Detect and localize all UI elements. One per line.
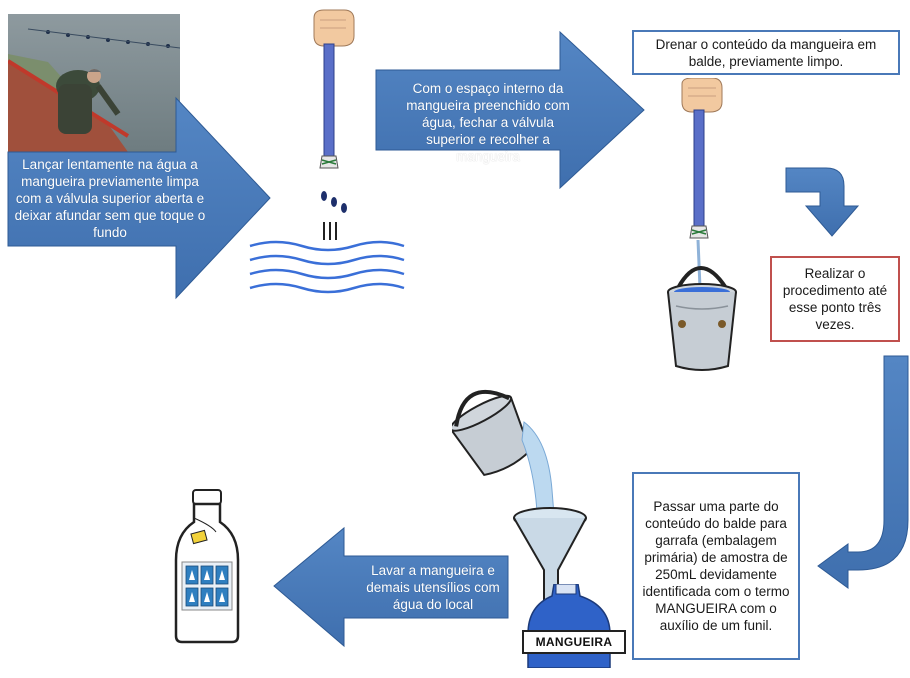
step6-text: Lavar a mangueira e demais utensílios co…: [366, 563, 500, 612]
blue-bottle-icon: [527, 583, 611, 669]
step3-box: Drenar o conteúdo da mangueira em balde,…: [632, 30, 900, 75]
funnel-icon: [513, 507, 587, 603]
step5-box: Passar uma parte do conteúdo do balde pa…: [632, 472, 800, 660]
hand-holding-hose-icon: [313, 9, 355, 169]
step2-text: Com o espaço interno da mangueira preenc…: [406, 81, 570, 164]
bucket-icon: [667, 78, 737, 371]
step5-text: Passar uma parte do conteúdo do balde pa…: [642, 499, 790, 633]
step1-text: Lançar lentamente na água a mangueira pr…: [14, 157, 206, 240]
arrow-step2: [375, 30, 645, 190]
step4-text: Realizar o procedimento até esse ponto t…: [782, 266, 888, 332]
arrow-step1: [7, 96, 271, 300]
photo-fisherman: [8, 14, 180, 152]
arrow-curve-small: [785, 167, 860, 237]
arrow-step6: [273, 526, 509, 648]
step4-box: Realizar o procedimento até esse ponto t…: [770, 256, 900, 342]
arrow-hook-large: [817, 355, 909, 589]
sample-bottle-icon: [174, 489, 240, 644]
mangueira-bottle: [514, 583, 626, 669]
step3-text: Drenar o conteúdo da mangueira em balde,…: [655, 36, 877, 69]
mangueira-label: MANGUEIRA: [522, 630, 626, 654]
water-waves-icon: [249, 240, 405, 294]
water-drops-icon: [321, 191, 347, 240]
